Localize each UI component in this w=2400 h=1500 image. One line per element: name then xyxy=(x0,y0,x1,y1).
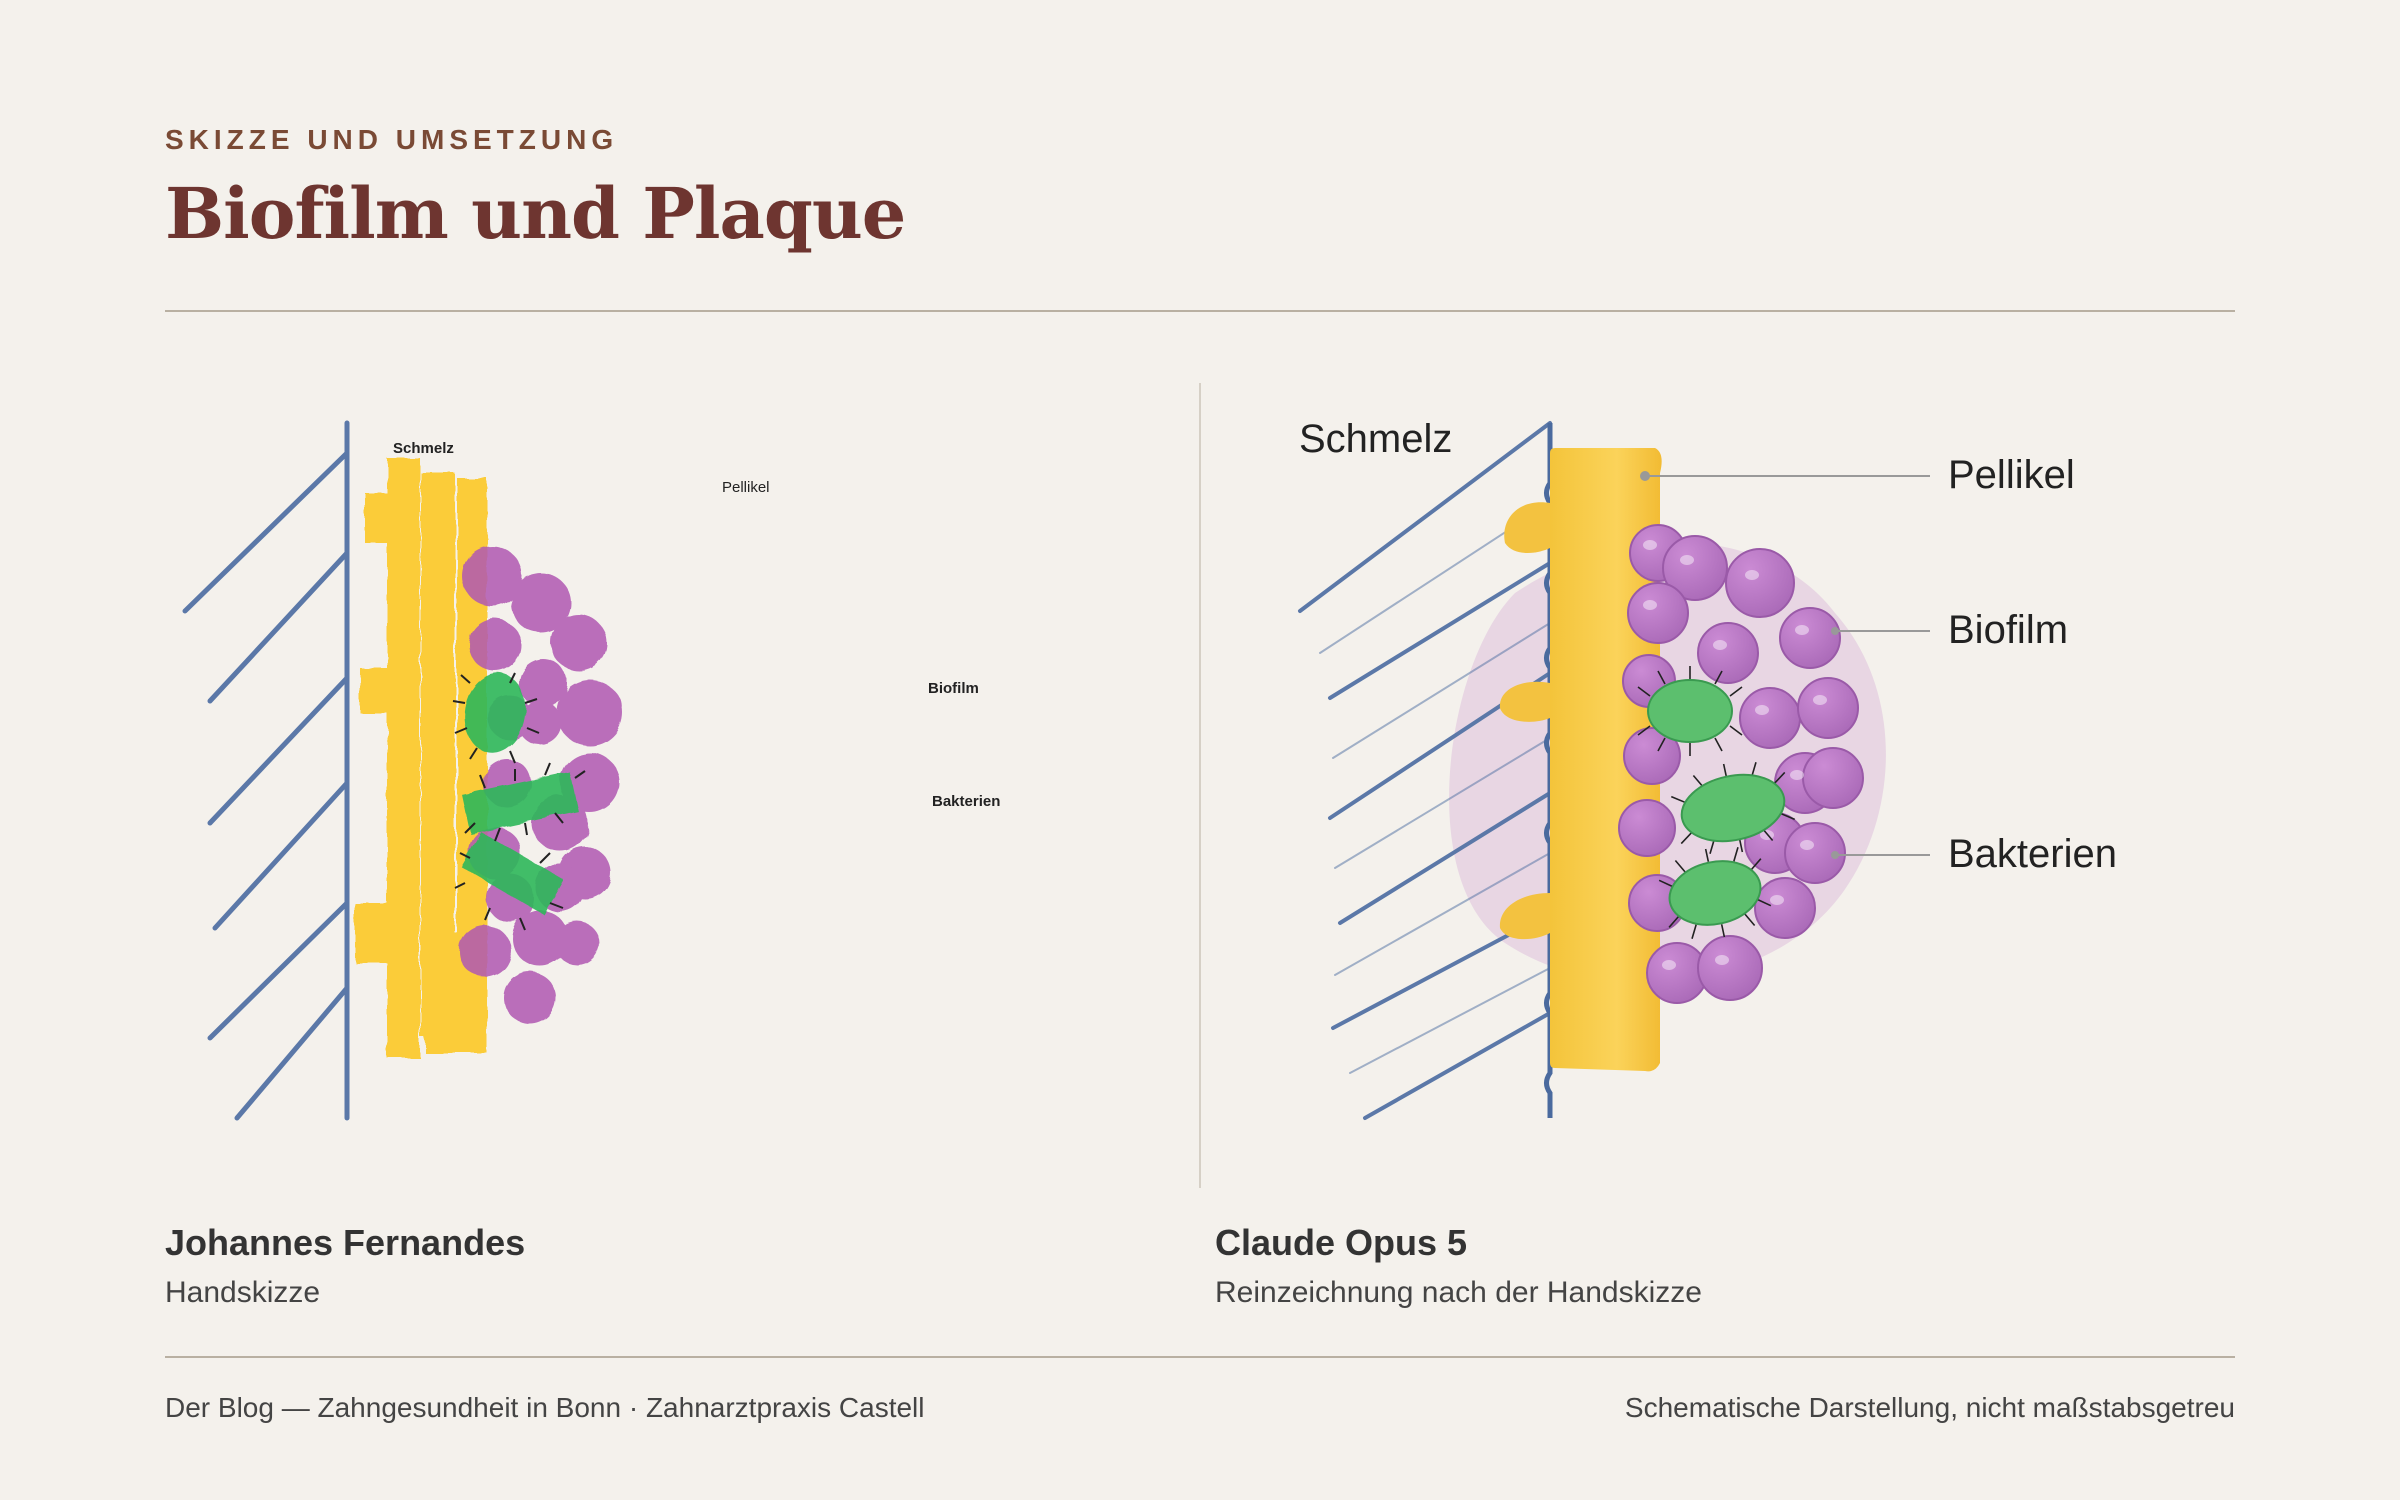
sketch-enamel-lines xyxy=(182,420,350,1121)
sketch-panel: Schmelz Pellikel Biofilm Bakterien xyxy=(165,383,1195,1188)
label-leader-dots xyxy=(1640,471,1839,859)
cell-highlights xyxy=(1643,540,1827,970)
bacteria-cilia xyxy=(1637,666,1796,940)
sketch-label-bakterien: Bakterien xyxy=(932,793,1000,810)
page-title: Biofilm und Plaque xyxy=(165,172,906,255)
rendering-subtitle: Reinzeichnung nach der Handskizze xyxy=(1215,1276,1702,1309)
top-divider xyxy=(165,310,2235,312)
label-bakterien: Bakterien xyxy=(1948,832,2117,876)
sketch-label-pellikel: Pellikel xyxy=(722,479,770,496)
label-pellikel: Pellikel xyxy=(1948,453,2075,497)
sketch-subtitle: Handskizze xyxy=(165,1276,321,1309)
sketch-bacteria-cilia xyxy=(452,672,586,931)
bottom-divider xyxy=(165,1356,2235,1358)
label-biofilm: Biofilm xyxy=(1948,608,2068,652)
enamel-lines xyxy=(1298,421,1552,1120)
sketch-illustration: Schmelz Pellikel Biofilm Bakterien xyxy=(182,420,1000,1121)
panel-divider xyxy=(1199,383,1201,1188)
rendering-illustration: Schmelz Pellikel Biofilm Bakterien xyxy=(1298,417,2117,1120)
sketch-pellicle xyxy=(355,458,487,1058)
label-leader-lines xyxy=(1645,475,1930,856)
bacteria xyxy=(1647,679,1786,926)
sketch-label-schmelz: Schmelz xyxy=(393,440,454,457)
footer-source: Der Blog — Zahngesundheit in Bonn · Zahn… xyxy=(165,1392,925,1423)
footer-note: Schematische Darstellung, nicht maßstabs… xyxy=(1624,1392,2235,1423)
sketch-bacteria xyxy=(461,673,578,915)
rendering-panel: Schmelz Pellikel Biofilm Bakterien xyxy=(1215,383,2245,1188)
pellicle-deposits xyxy=(1499,502,1550,940)
rendering-author: Claude Opus 5 xyxy=(1215,1222,1468,1263)
sketch-label-biofilm: Biofilm xyxy=(928,680,979,697)
section-eyebrow: SKIZZE UND UMSETZUNG xyxy=(165,124,619,155)
sketch-author: Johannes Fernandes xyxy=(165,1222,526,1263)
label-schmelz: Schmelz xyxy=(1299,417,1452,461)
